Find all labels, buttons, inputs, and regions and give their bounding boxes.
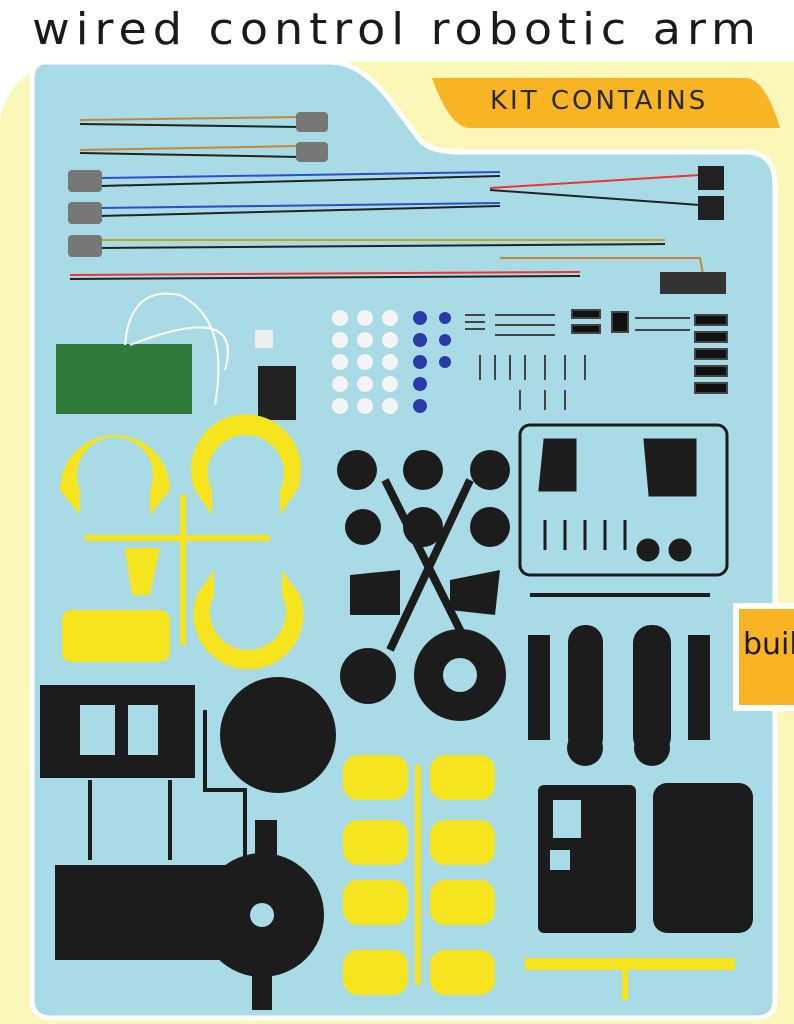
black-arm-segments <box>528 593 710 766</box>
black-base-parts <box>40 677 336 1010</box>
motor <box>68 202 102 224</box>
black-housings <box>538 783 753 933</box>
kit-contains-label: KIT CONTAINS <box>490 86 709 116</box>
circuit-board <box>56 344 192 414</box>
motor <box>296 142 328 162</box>
blue-gears <box>413 311 451 413</box>
yellow-gripper-parts <box>60 414 304 670</box>
motor <box>68 235 102 257</box>
motor <box>296 112 328 132</box>
build-side-tab: buil <box>733 603 794 711</box>
connector-module <box>258 366 296 420</box>
yellow-gearbox-parts <box>343 755 735 1000</box>
black-gearbox-sprue <box>518 423 729 577</box>
motor <box>68 170 102 192</box>
kit-contains-tab <box>432 78 780 128</box>
blue-panel <box>29 59 778 1021</box>
screws-and-small-parts <box>465 309 728 410</box>
gears <box>332 310 398 414</box>
black-sprue-parts <box>337 450 510 721</box>
build-label: buil <box>743 627 794 662</box>
switch <box>698 196 724 220</box>
page-title: wired control robotic arm <box>32 3 762 55</box>
battery-contact <box>660 272 726 294</box>
switch <box>698 166 724 190</box>
wires-and-motors <box>68 112 726 294</box>
